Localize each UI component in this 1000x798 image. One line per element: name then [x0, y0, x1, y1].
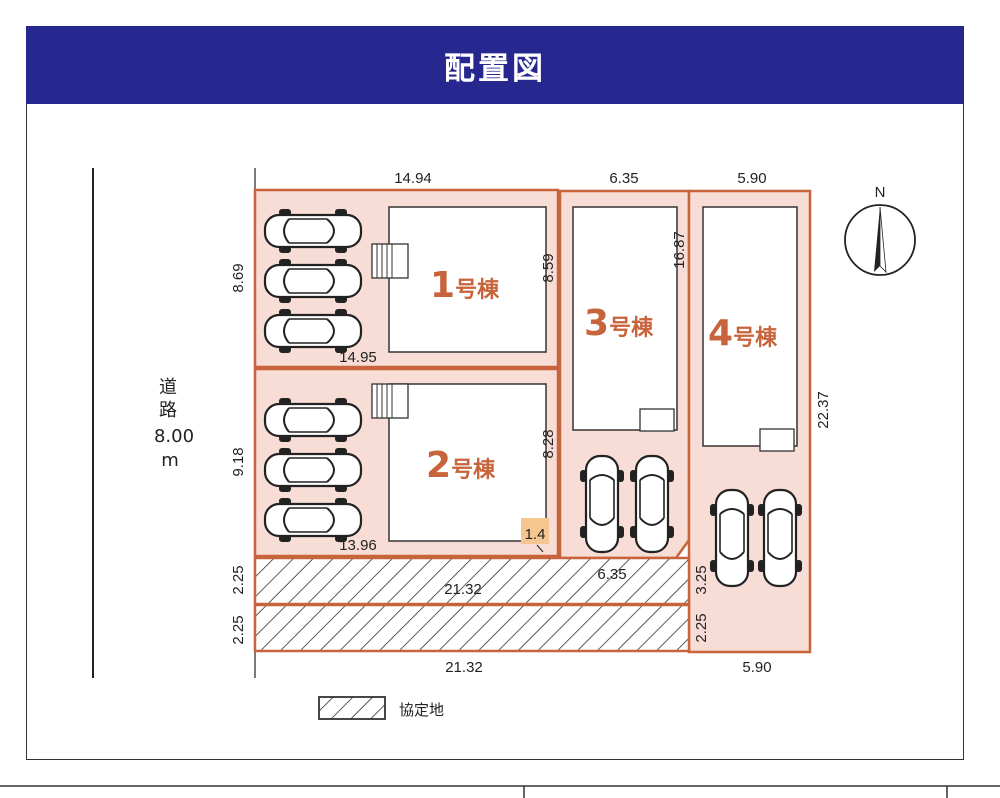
dim-lot4-left-b: 2.25 — [693, 613, 710, 642]
dim-lot3-right: 16.87 — [671, 231, 688, 269]
bottom-table-border — [0, 785, 1000, 798]
dim-lot2-left: 9.18 — [230, 447, 247, 476]
parking-car-icon — [708, 488, 756, 588]
road-label-1: 道 — [159, 377, 177, 398]
road-width: 8.00 — [154, 426, 194, 447]
dim-lot1-top: 14.94 — [394, 170, 432, 187]
agreement-strip-1 — [253, 556, 691, 606]
parking-car-icon — [578, 454, 626, 554]
dim-lot2-inner-bottom: 13.96 — [339, 537, 377, 554]
dim-lot1-inner-right: 8.59 — [540, 253, 557, 282]
building-4 — [702, 206, 798, 447]
legend-label: 協定地 — [399, 701, 444, 719]
entrance-steps-4 — [759, 428, 795, 452]
dim-lot3-top: 6.35 — [609, 170, 638, 187]
building-4-label: 4号棟 — [708, 313, 778, 354]
dim-strip1-width: 2.25 — [230, 565, 247, 594]
road-unit: m — [161, 450, 179, 471]
parking-car-icon — [263, 396, 363, 444]
parking-car-icon — [263, 207, 363, 255]
building-2-label: 2号棟 — [426, 445, 496, 486]
entrance-steps-3 — [639, 408, 675, 432]
dim-lot3-bottom: 6.35 — [597, 566, 626, 583]
building-1 — [388, 206, 547, 353]
dim-lot4-bottom: 5.90 — [742, 659, 771, 676]
road-label-2: 路 — [159, 400, 177, 421]
parking-car-icon — [263, 446, 363, 494]
dim-lot2-inner-right: 8.28 — [540, 429, 557, 458]
parking-car-icon — [628, 454, 676, 554]
header-bar: 配置図 — [26, 26, 964, 104]
dim-strip1-length: 21.32 — [444, 581, 482, 598]
building-3 — [572, 206, 678, 431]
dim-lot4-top: 5.90 — [737, 170, 766, 187]
dim-lot4-right: 22.37 — [815, 391, 832, 429]
entrance-steps-1 — [371, 243, 409, 279]
dim-strip2-length: 21.32 — [445, 659, 483, 676]
dim-lot1-inner-bottom: 14.95 — [339, 349, 377, 366]
agreement-strip-2 — [253, 603, 691, 653]
entrance-steps-2 — [371, 383, 409, 419]
parking-car-icon — [263, 257, 363, 305]
building-3-label: 3号棟 — [584, 303, 654, 344]
parking-car-icon — [756, 488, 804, 588]
legend-hatch-swatch — [318, 696, 386, 720]
parking-car-icon — [263, 307, 363, 355]
north-compass-icon — [844, 204, 916, 276]
compass-label: N — [875, 184, 886, 201]
parking-car-icon — [263, 496, 363, 544]
corner-marker — [521, 518, 549, 544]
dim-lot1-left: 8.69 — [230, 263, 247, 292]
dim-lot2-corner: 1.4 — [525, 526, 546, 543]
building-2 — [388, 383, 547, 542]
dim-lot4-left-a: 3.25 — [693, 565, 710, 594]
dim-strip2-width: 2.25 — [230, 615, 247, 644]
building-1-label: 1号棟 — [430, 265, 500, 306]
page-title: 配置図 — [444, 50, 546, 87]
